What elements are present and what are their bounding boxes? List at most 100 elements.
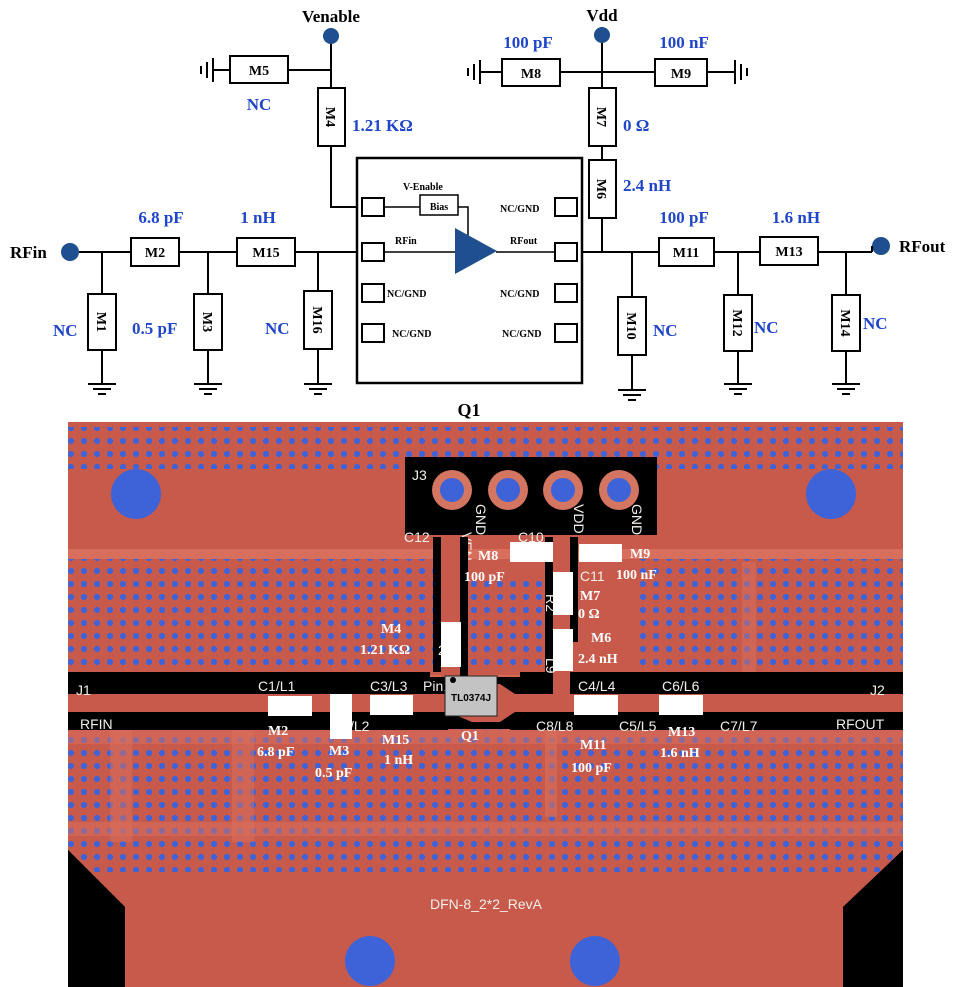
q1-pin-ncgnd-right-2	[554, 283, 578, 303]
c1l1-silk: C1/L1	[258, 678, 296, 694]
c12-silk: C12	[404, 529, 430, 545]
m3-pcb-val: 0.5 pF	[315, 766, 352, 781]
q1-ncgnd-right-3: NC/GND	[502, 329, 541, 340]
l2-silk: /L2	[350, 718, 370, 734]
m15-ref: M15	[252, 246, 279, 261]
m9-pcb-val: 100 nF	[616, 568, 657, 583]
m8-ref: M8	[521, 67, 541, 82]
ground-symbol-m3	[193, 373, 223, 395]
mount-hole-bottom-left	[345, 936, 395, 986]
m1-ref: M1	[93, 312, 108, 332]
ground-symbol-m14	[831, 373, 861, 395]
q1-ncgnd-left-2: NC/GND	[392, 329, 431, 340]
q1-pin-ncgnd-right-1	[554, 197, 578, 217]
m3-pcb-ref: M3	[329, 744, 349, 759]
pad-m4	[441, 622, 461, 667]
board-corner-right	[843, 850, 903, 987]
component-pads	[268, 542, 703, 739]
pad-m13	[659, 695, 703, 715]
m14-ref: M14	[837, 309, 852, 336]
pad-m9	[579, 544, 622, 562]
m13-ref: M13	[775, 245, 802, 260]
c8l8-silk: C8/L8	[536, 718, 574, 734]
q1-ncgnd-right-1: NC/GND	[500, 204, 539, 215]
m1-part	[87, 293, 117, 351]
m4-pcb-ref: M4	[381, 622, 401, 637]
m15-value: 1 nH	[240, 208, 275, 227]
vdd-label: Vdd	[586, 6, 618, 25]
venable-terminal	[323, 28, 339, 44]
m16-value: NC	[265, 319, 290, 338]
m5-value: NC	[247, 95, 272, 114]
m8-part	[501, 58, 561, 87]
m9-value: 100 nF	[659, 33, 709, 52]
m2-pcb-ref: M2	[268, 724, 288, 739]
m14-value: NC	[863, 314, 888, 333]
q1-pin-ncgnd-right-3	[554, 323, 578, 343]
m9-ref: M9	[671, 67, 691, 82]
m7-pcb-ref: M7	[580, 589, 600, 604]
m9-part	[654, 58, 708, 87]
header-pin-vdd: VDD	[571, 504, 587, 534]
c6l6-silk: C6/L6	[662, 678, 700, 694]
m3-value: 0.5 pF	[132, 319, 177, 338]
q1-pin-ncgnd-left-1	[361, 283, 385, 303]
m5-ref: M5	[249, 64, 269, 79]
m4-value: 1.21 KΩ	[352, 116, 413, 135]
m10-value: NC	[653, 321, 678, 340]
q1-rfout-label: RFout	[510, 236, 538, 247]
m6-value: 2.4 nH	[623, 176, 671, 195]
ground-symbol-m1	[87, 373, 117, 395]
mount-hole-top-right	[806, 469, 856, 519]
m7-part	[588, 87, 617, 147]
c4l4-silk: C4/L4	[578, 678, 616, 694]
m3-ref: M3	[199, 312, 214, 332]
m3-part	[193, 293, 223, 351]
m5-part	[229, 55, 289, 84]
vdd-terminal	[594, 27, 610, 43]
rfout-terminal	[872, 237, 890, 255]
q1-rfin-label: RFin	[395, 236, 417, 247]
m15-part	[236, 237, 296, 267]
m12-part	[723, 294, 753, 352]
m7-value: 0 Ω	[623, 116, 649, 135]
m6-pcb-ref: M6	[591, 631, 611, 646]
pin1-silk: Pin1	[423, 678, 451, 694]
header-pin-gnd1: GND	[473, 504, 489, 535]
ground-symbol-m10	[617, 379, 647, 401]
pad-m3	[330, 694, 352, 739]
q1-ncgnd-left-1: NC/GND	[387, 289, 426, 300]
m13-pcb-ref: M13	[668, 725, 695, 740]
header-pin-gnd2: GND	[629, 504, 645, 535]
m2-part	[130, 237, 180, 267]
q1-ncgnd-right-2: NC/GND	[500, 289, 539, 300]
m9-pcb-ref: M9	[630, 547, 650, 562]
pad-m2	[268, 696, 312, 716]
rfin-label: RFin	[10, 243, 47, 262]
mount-hole-bottom-right	[570, 936, 620, 986]
j3-pins	[432, 470, 639, 510]
m7-ref: M7	[593, 107, 608, 127]
mount-hole-top-left	[111, 469, 161, 519]
ground-symbol-m12	[723, 373, 753, 395]
q1-pin1-dot	[450, 677, 456, 683]
m11-ref: M11	[673, 246, 699, 261]
q1-ref: Q1	[457, 400, 480, 420]
pad-m7	[553, 572, 573, 615]
m6-ref: M6	[593, 179, 608, 199]
m10-ref: M10	[623, 312, 638, 339]
q1-pin-ncgnd-left-2	[361, 323, 385, 343]
q1-pin-venable	[361, 197, 385, 217]
c3l3-silk: C3/L3	[370, 678, 408, 694]
m12-ref: M12	[729, 309, 744, 336]
c5l5-silk: C5/L5	[619, 718, 657, 734]
c11-silk: C11	[580, 568, 605, 584]
q1-bias-block	[419, 194, 459, 216]
amplifier-icon	[455, 228, 497, 274]
c10-silk: C10	[518, 529, 544, 545]
m7-pcb-val: 0 Ω	[578, 607, 600, 622]
j2-label: J2	[870, 682, 885, 698]
q1-bias-label: Bias	[430, 202, 448, 213]
board-corner-left	[68, 850, 125, 987]
m14-part	[831, 294, 861, 352]
